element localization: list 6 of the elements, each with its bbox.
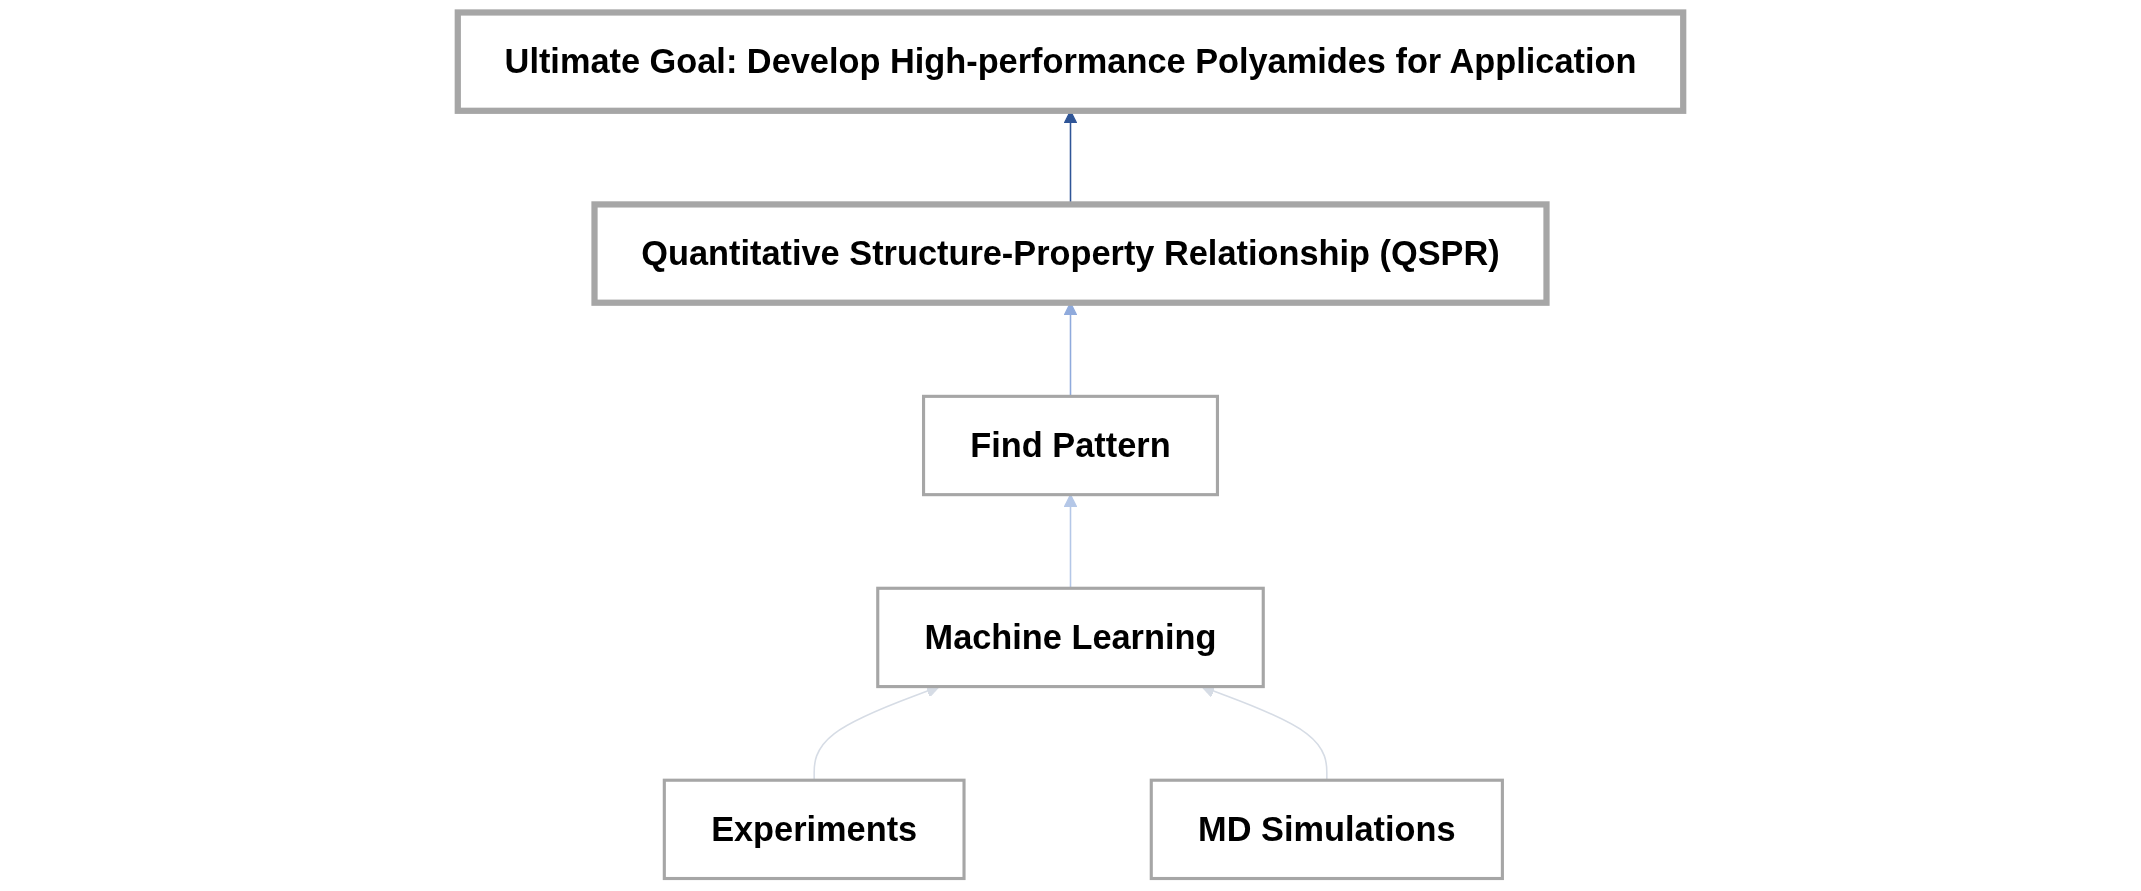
node-box: Quantitative Structure-Property Relationship (QSPR) <box>591 201 1550 306</box>
node-box: Experiments <box>662 778 966 881</box>
node-box: Machine Learning <box>876 586 1265 689</box>
node-box: Find Pattern <box>922 394 1219 497</box>
node-box: Ultimate Goal: Develop High-performance Polyamides for Application <box>454 9 1687 114</box>
node-box: MD Simulations <box>1149 778 1504 881</box>
